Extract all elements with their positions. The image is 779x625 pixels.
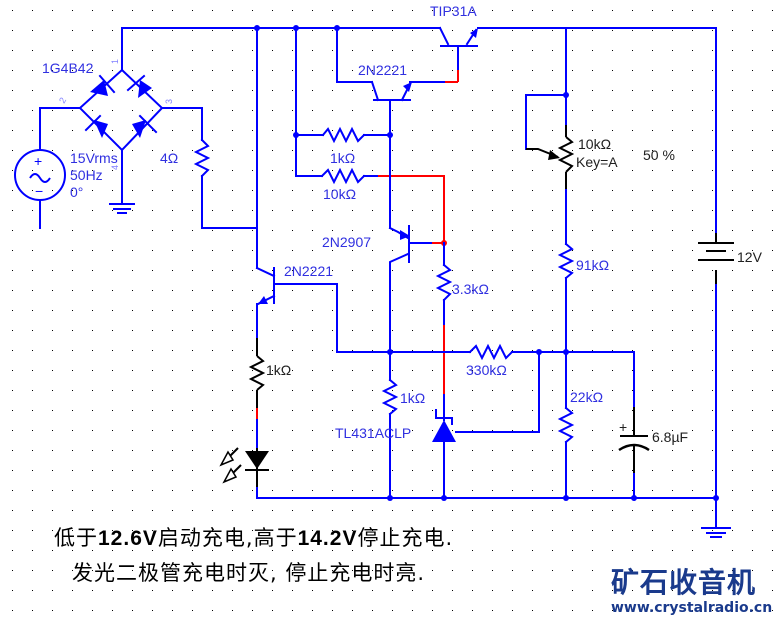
potentiometer-10k: 10kΩ Key=A 50 % (525, 94, 675, 190)
transistor-2n2221-led: 2N2221 (255, 263, 391, 353)
site-logo-title: 矿石收音机 (611, 566, 757, 599)
led-icon (219, 447, 269, 499)
shunt-regulator-tl431: TL431ACLP (335, 351, 540, 499)
svg-text:4Ω: 4Ω (160, 150, 178, 166)
site-logo-url: www.crystalradio.cn (611, 600, 773, 616)
resistor-1k-led: 1kΩ (248, 338, 291, 449)
svg-text:2: 2 (57, 96, 68, 105)
svg-text:2N2907: 2N2907 (322, 234, 371, 250)
bridge-label: 1G4B42 (42, 60, 94, 76)
transistor-2n2221-top: 2N2221 (336, 27, 458, 136)
svg-text:330kΩ: 330kΩ (466, 362, 507, 378)
diode-icon (132, 120, 146, 138)
resistor-10k-top: 10kΩ (320, 167, 445, 243)
svg-text:12V: 12V (737, 249, 763, 265)
svg-text:+: + (619, 419, 627, 435)
svg-text:1: 1 (110, 59, 120, 64)
svg-text:15Vrms: 15Vrms (70, 150, 118, 166)
note-line-2: 发光二极管充电时灭, 停止充电时亮. (72, 561, 426, 585)
svg-text:1kΩ: 1kΩ (330, 150, 355, 166)
svg-text:6.8µF: 6.8µF (652, 429, 688, 445)
resistor-1k-top: 1kΩ (295, 126, 393, 166)
svg-text:1kΩ: 1kΩ (266, 362, 291, 378)
sine-icon (29, 173, 51, 183)
svg-text:10kΩ: 10kΩ (578, 136, 611, 152)
resistor-4ohm: 4Ω (160, 138, 211, 178)
diode-icon (94, 120, 108, 138)
svg-text:91kΩ: 91kΩ (576, 257, 609, 273)
svg-text:Key=A: Key=A (576, 154, 618, 170)
capacitor-6u8: + 6.8µF (618, 407, 688, 499)
ground-bridge (109, 203, 135, 214)
svg-text:50Hz: 50Hz (70, 167, 103, 183)
svg-text:3: 3 (164, 99, 174, 104)
transistor-2n2907: 2N2907 (322, 225, 447, 353)
diode-icon (138, 80, 152, 98)
resistor-91k: 91kΩ (557, 189, 609, 353)
svg-text:−: − (35, 183, 43, 199)
svg-text:10kΩ: 10kΩ (323, 186, 356, 202)
svg-text:22kΩ: 22kΩ (570, 389, 603, 405)
svg-text:4: 4 (110, 165, 120, 170)
svg-text:0°: 0° (70, 184, 83, 200)
diode-icon (90, 80, 108, 96)
svg-text:1kΩ: 1kΩ (400, 390, 425, 406)
resistor-3k3: 3.3kΩ (435, 242, 489, 395)
bridge-rectifier: 1G4B42 1 2 3 4 (39, 27, 258, 229)
pot-setting: 50 % (643, 147, 675, 163)
note-line-1: 低于12.6V启动充电,高于14.2V停止充电. (54, 526, 454, 550)
resistor-22k: 22kΩ (557, 351, 603, 499)
ground-main (701, 497, 731, 538)
svg-text:2N2221: 2N2221 (358, 62, 407, 78)
svg-text:TIP31A: TIP31A (430, 3, 477, 19)
ac-source: + − 15Vrms 50Hz 0° (14, 149, 118, 229)
svg-text:+: + (34, 153, 42, 169)
transistor-tip31a: TIP31A (430, 3, 478, 82)
svg-text:2N2221: 2N2221 (284, 263, 333, 279)
svg-text:TL431ACLP: TL431ACLP (335, 425, 411, 441)
battery-12v: 12V (698, 27, 763, 499)
svg-text:3.3kΩ: 3.3kΩ (452, 281, 489, 297)
resistor-1k-mid: 1kΩ (381, 351, 425, 499)
